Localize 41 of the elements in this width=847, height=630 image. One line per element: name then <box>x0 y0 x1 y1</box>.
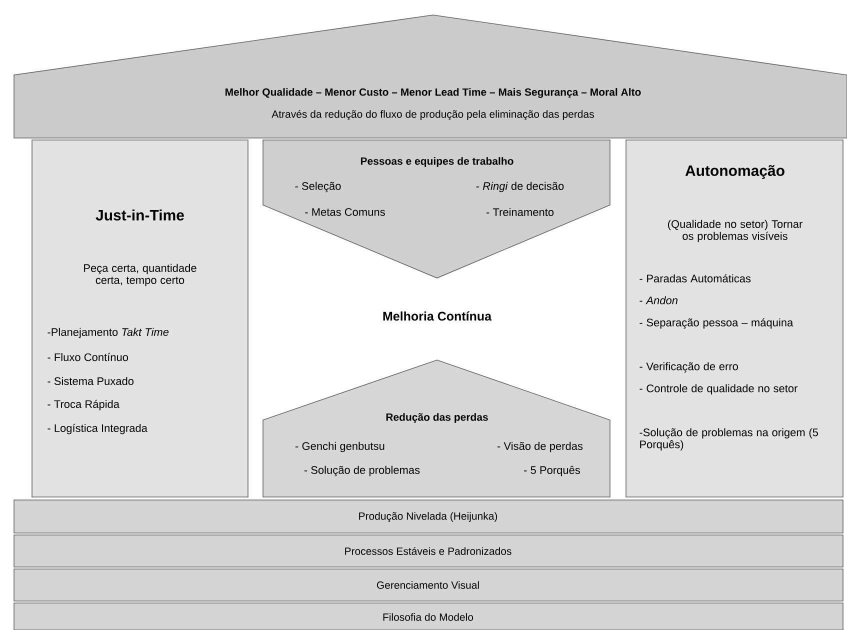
band-label: Processos Estáveis e Padronizados <box>345 547 512 555</box>
list-item: - Ringi de decisão <box>476 182 564 192</box>
list-item: -Solução de problemas na origem (5 Porquês) <box>640 428 818 450</box>
list-item: - Troca Rápida <box>48 400 120 410</box>
pentagon-shape <box>262 140 610 278</box>
subtitle: Através da redução do fluxo de produção pela eliminação das perdas <box>272 110 594 120</box>
heading: Melhor Qualidade – Menor Custo – Menor Lead Time – Mais Segurança – Moral Alto <box>226 88 641 98</box>
list-item: - Treinamento <box>486 208 554 216</box>
list-item: - Genchi genbutsu <box>296 442 384 452</box>
list-item: - Fluxo Contínuo <box>48 352 128 362</box>
section-heading: Redução das perdas <box>386 413 488 423</box>
pillar-heading: Just-in-Time <box>96 210 184 220</box>
list-item: - Metas Comuns <box>305 208 385 216</box>
foundation-band <box>14 534 844 568</box>
band-label: Filosofia do Modelo <box>383 613 474 621</box>
foundation-band <box>14 602 844 630</box>
pentagon-shape <box>262 360 610 498</box>
list-item: - 5 Porquês <box>524 466 580 476</box>
description: (Qualidade no setor) Tornar os problemas visíveis <box>668 220 802 242</box>
band-label: Gerenciamento Visual <box>376 581 479 589</box>
list-item: - Solução de problemas <box>304 466 420 476</box>
list-item: - Paradas Automáticas <box>640 274 751 282</box>
list-item: -Planejamento Takt Time <box>48 328 169 338</box>
roof-drawing <box>14 14 847 138</box>
section-heading: Pessoas e equipes de trabalho <box>360 157 514 167</box>
band-label: Produção Nivelada (Heijunka) <box>359 512 498 522</box>
list-item: - Logística Integrada <box>48 424 148 434</box>
list-item: - Seleção <box>295 182 341 192</box>
description: Peça certa, quantidade certa, tempo certo <box>84 264 196 286</box>
foundation-band <box>14 500 844 534</box>
pillar-box <box>32 140 248 498</box>
list-item: - Verificação de erro <box>640 362 738 373</box>
pillar-heading: Autonomação <box>685 165 784 179</box>
list-item: - Separação pessoa – máquina <box>640 318 794 329</box>
list-item: - Andon <box>640 296 678 304</box>
list-item: - Visão de perdas <box>497 442 583 452</box>
foundation-band <box>14 568 844 602</box>
section-label: Melhoria Contínua <box>383 311 492 321</box>
list-item: - Controle de qualidade no setor <box>640 384 798 394</box>
list-item: - Sistema Puxado <box>48 376 134 386</box>
pillar-box <box>626 140 844 498</box>
